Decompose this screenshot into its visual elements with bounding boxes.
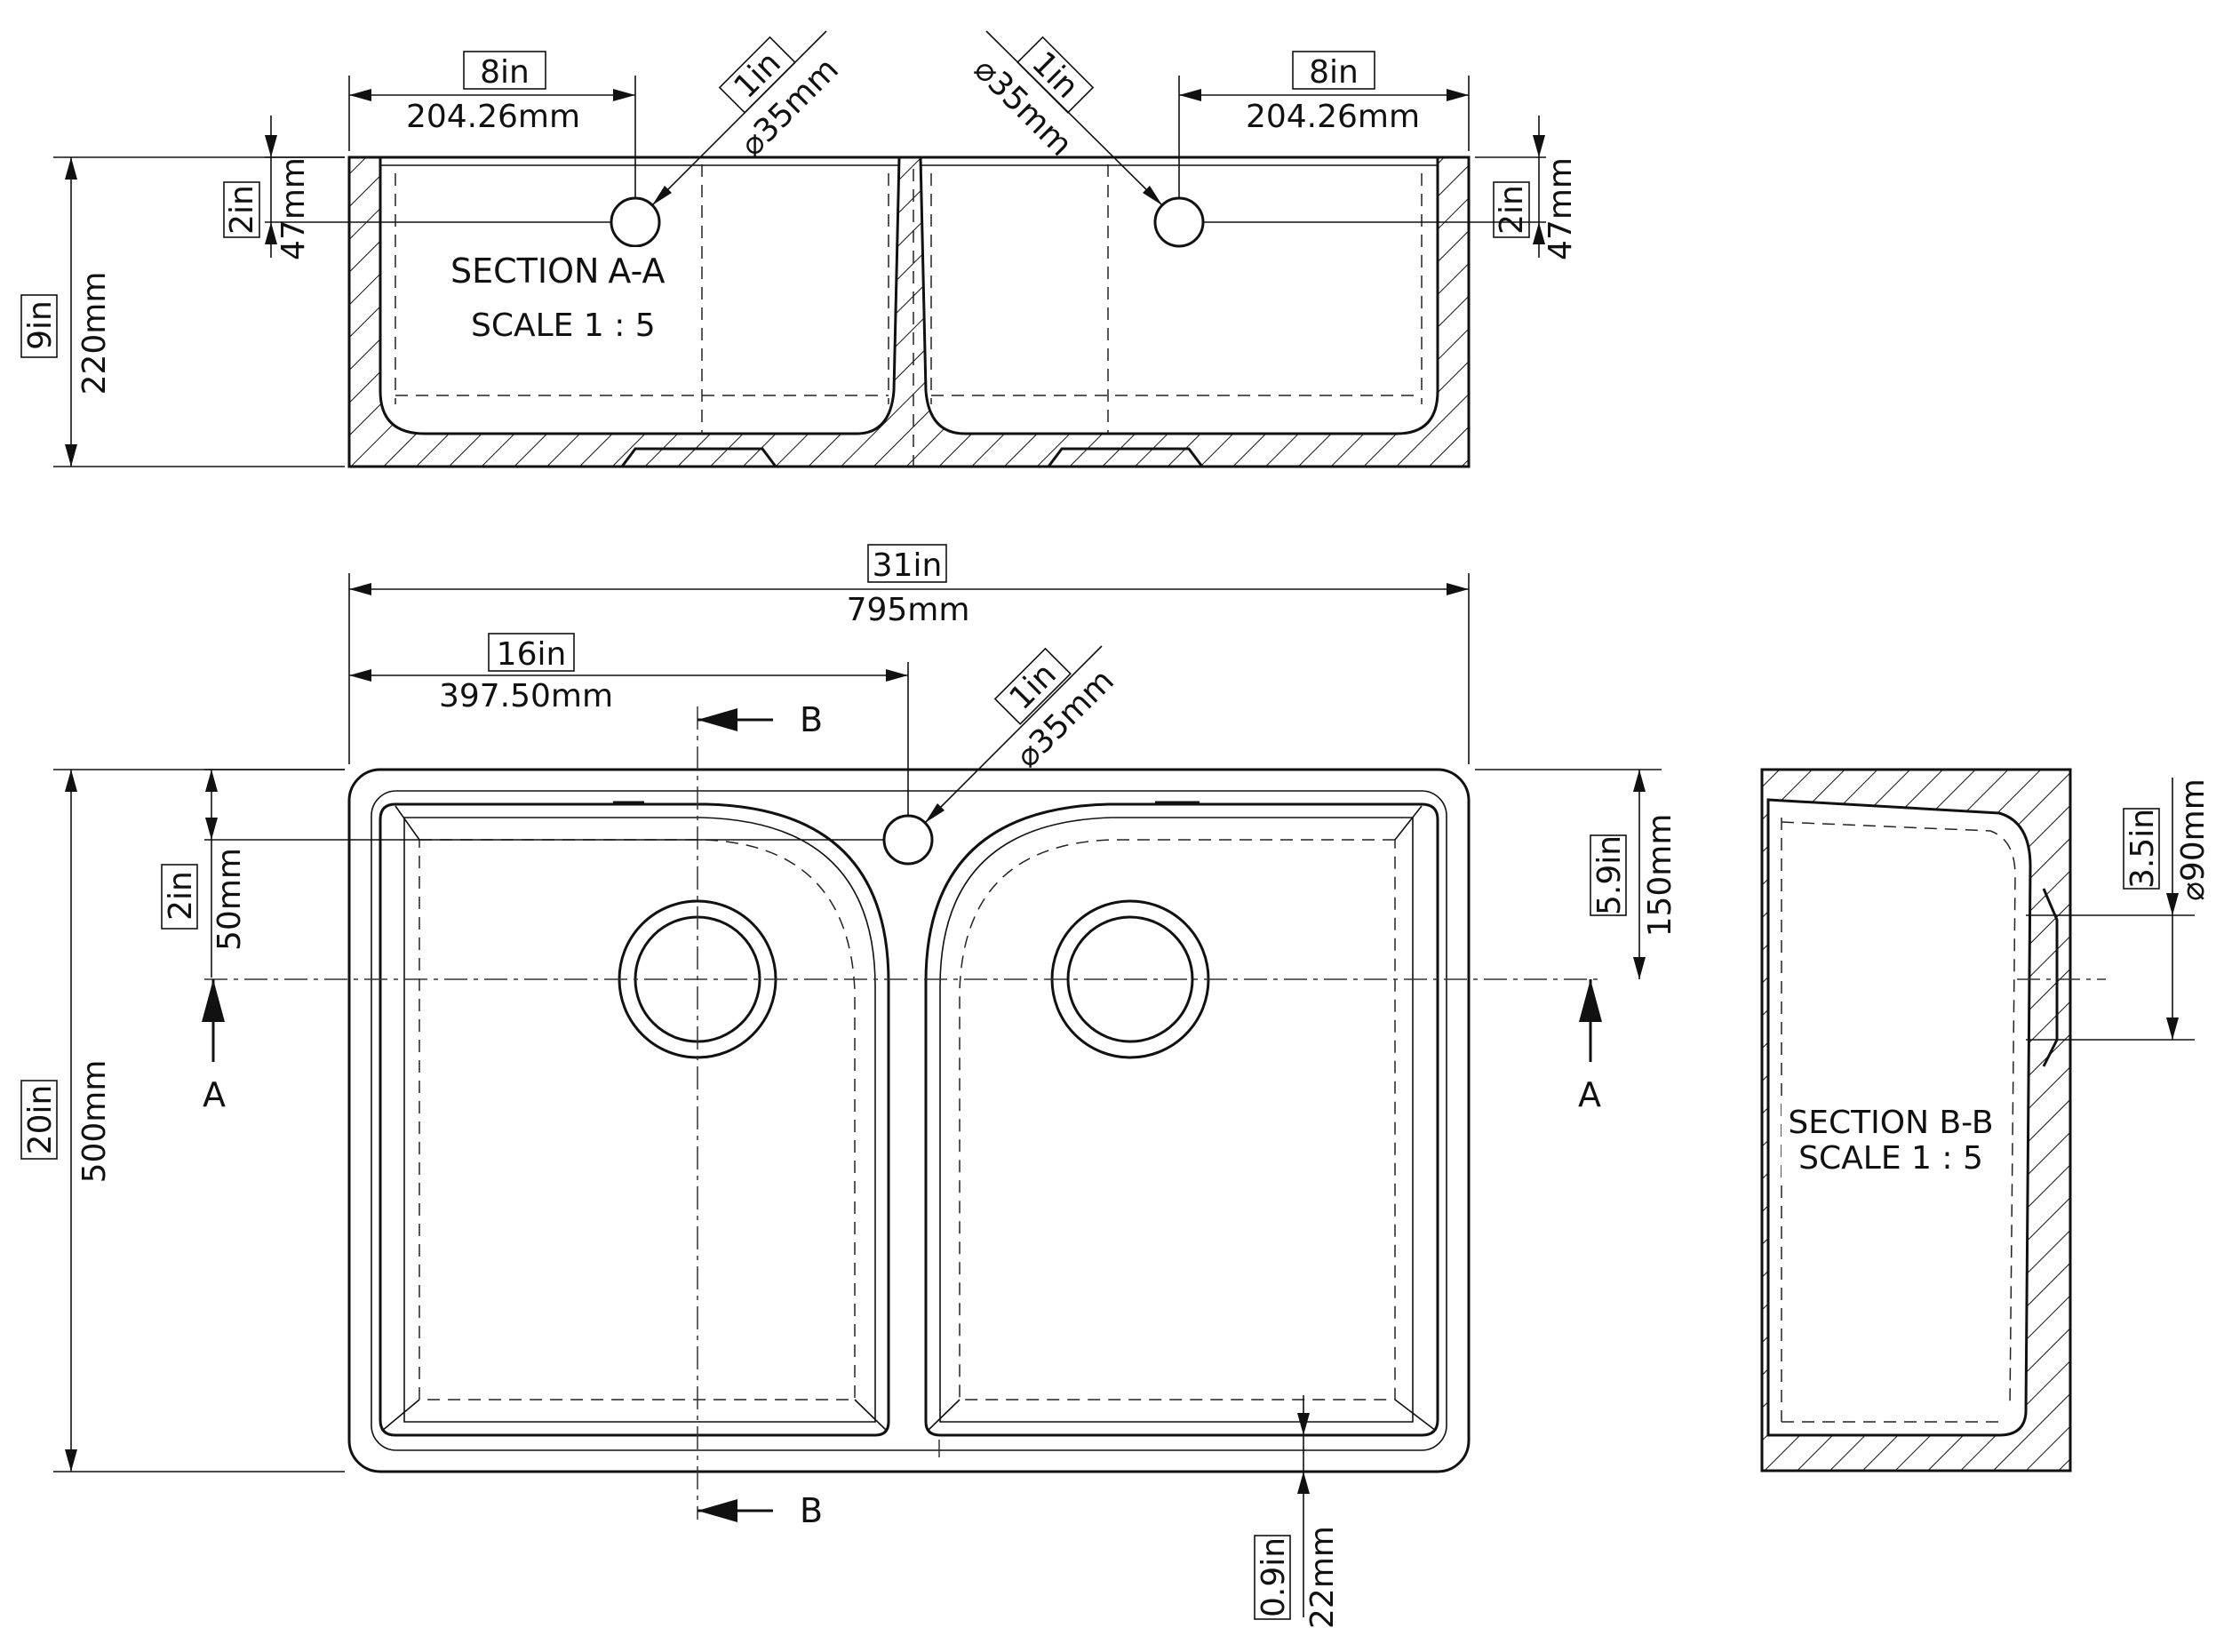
section-aa-left-depth-in: 2in — [224, 185, 260, 235]
plan-rim-mm: 22mm — [1304, 1526, 1341, 1629]
plan-rim-in: 0.9in — [1255, 1537, 1292, 1617]
section-aa-right-hole — [1153, 196, 1205, 248]
section-aa-right-depth-in: 2in — [1494, 185, 1530, 235]
section-bb-view: SECTION B-B SCALE 1 : 5 3.5in ⌀90mm — [1760, 768, 2212, 1472]
plan-tap-offset-mm: 50mm — [211, 848, 248, 951]
tap-hole — [882, 814, 934, 866]
section-aa-body — [347, 156, 1471, 468]
section-bb-waste-mm: ⌀90mm — [2175, 778, 2212, 901]
plan-center-mm: 397.50mm — [439, 678, 613, 714]
plan-view: B B A A 31in 795mm 16in 397.50mm 1i — [20, 544, 1678, 1629]
plan-width-in: 31in — [873, 547, 943, 584]
section-aa-right-offset-mm: 204.26mm — [1246, 99, 1420, 135]
section-aa-scale: SCALE 1 : 5 — [471, 307, 656, 344]
right-bowl — [924, 802, 1439, 1437]
section-bb-body — [1760, 768, 2072, 1472]
plan-waste-offset-mm: 150mm — [1642, 814, 1678, 938]
sink-outline — [347, 768, 1471, 1473]
plan-waste-offset-in: 5.9in — [1591, 835, 1628, 915]
plan-depth-in: 20in — [22, 1085, 59, 1155]
left-bowl — [379, 802, 890, 1437]
plan-center-in: 16in — [497, 636, 567, 673]
plan-width-mm: 795mm — [847, 592, 970, 628]
section-aa-left-offset-mm: 204.26mm — [406, 99, 580, 135]
section-aa-right-depth-mm: 47mm — [1542, 157, 1579, 260]
section-bb-scale: SCALE 1 : 5 — [1798, 1140, 1983, 1177]
section-a-marker-left: A — [203, 1075, 226, 1114]
section-a-marker-right: A — [1578, 1075, 1601, 1114]
section-aa-right-offset-in: 8in — [1309, 54, 1359, 91]
plan-tap-offset-in: 2in — [163, 871, 199, 921]
section-aa-height-in: 9in — [22, 300, 59, 350]
plan-depth-mm: 500mm — [76, 1060, 113, 1184]
section-aa-left-depth-mm: 47mm — [275, 157, 312, 260]
section-aa-height-mm: 220mm — [76, 272, 113, 395]
section-aa-left-hole — [610, 196, 661, 248]
section-aa-left-offset-in: 8in — [480, 54, 530, 91]
section-bb-waste-in: 3.5in — [2124, 809, 2161, 889]
section-b-marker-bottom: B — [800, 1491, 823, 1530]
section-b-marker-top: B — [800, 700, 823, 739]
section-bb-title: SECTION B-B — [1788, 1105, 1993, 1141]
right-waste-inner — [1066, 915, 1194, 1043]
